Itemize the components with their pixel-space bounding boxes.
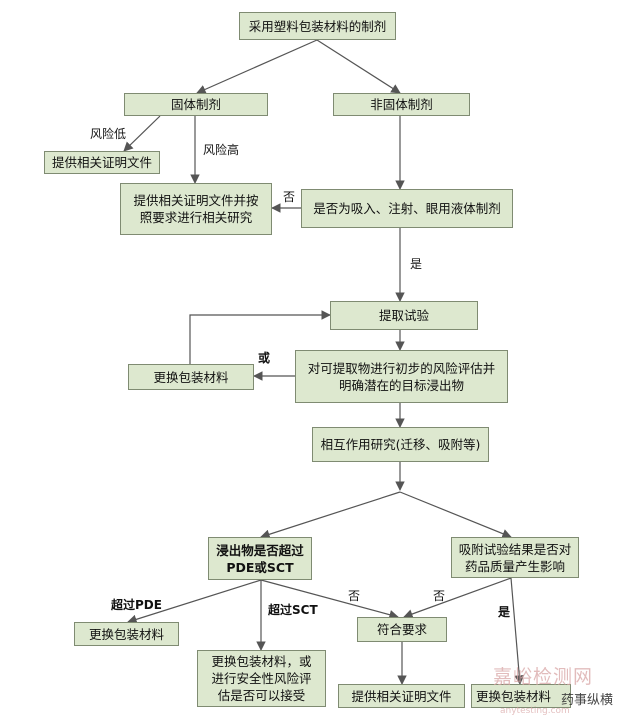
node-replace-pack-3: 更换包装材料: [471, 684, 571, 708]
edge-start-solid: [196, 39, 318, 94]
node-start: 采用塑料包装材料的制剂: [239, 12, 396, 40]
node-replace-pack-1: 更换包装材料: [128, 364, 254, 390]
label-no-2: 否: [348, 589, 361, 603]
node-provide-proof-2: 提供相关证明文件: [338, 684, 465, 708]
label-risk-high: 风险高: [203, 143, 240, 157]
edge-solid-risk-low: [123, 115, 161, 152]
label-yes-2: 是: [498, 605, 511, 619]
node-leachable-exceed: 浸出物是否超过 PDE或SCT: [208, 537, 312, 580]
node-extraction: 提取试验: [330, 301, 478, 330]
node-interaction: 相互作用研究(迁移、吸附等): [312, 427, 489, 462]
node-is-inhalation: 是否为吸入、注射、眼用液体制剂: [301, 189, 513, 228]
edge-adsorp-no: [403, 577, 512, 619]
edge-split-right: [399, 491, 512, 539]
watermark-url: anytesting.com: [500, 706, 570, 716]
edge-exceed-pde: [127, 579, 262, 624]
label-no-3: 否: [433, 589, 446, 603]
label-exceed-pde: 超过PDE: [111, 598, 162, 612]
node-adsorption: 吸附试验结果是否对 药品质量产生影响: [451, 537, 579, 578]
edge-replace-loop: [189, 310, 331, 364]
node-nonsolid: 非固体制剂: [333, 93, 470, 116]
node-risk-assess: 对可提取物进行初步的风险评估并 明确潜在的目标浸出物: [295, 350, 508, 403]
label-or: 或: [258, 351, 271, 365]
node-replace-pack-2: 更换包装材料: [74, 622, 179, 646]
watermark-site: 嘉峪检测网: [493, 666, 594, 688]
label-risk-low: 风险低: [90, 127, 127, 141]
edge-leach-no: [260, 579, 399, 620]
node-provide-proof-research: 提供相关证明文件并按 照要求进行相关研究: [120, 183, 272, 235]
label-exceed-sct: 超过SCT: [268, 603, 318, 617]
node-provide-proof-1: 提供相关证明文件: [44, 151, 160, 174]
label-no-1: 否: [283, 190, 296, 204]
edge-split-left: [260, 491, 401, 539]
edge-start-nonsolid: [316, 39, 401, 94]
edge-adsorp-yes: [510, 577, 525, 685]
watermark-brand: 药事纵横: [561, 693, 614, 708]
node-meets: 符合要求: [357, 617, 447, 642]
label-yes-1: 是: [410, 257, 423, 271]
node-solid: 固体制剂: [124, 93, 268, 116]
node-replace-or-assess: 更换包装材料，或 进行安全性风险评 估是否可以接受: [197, 650, 326, 707]
